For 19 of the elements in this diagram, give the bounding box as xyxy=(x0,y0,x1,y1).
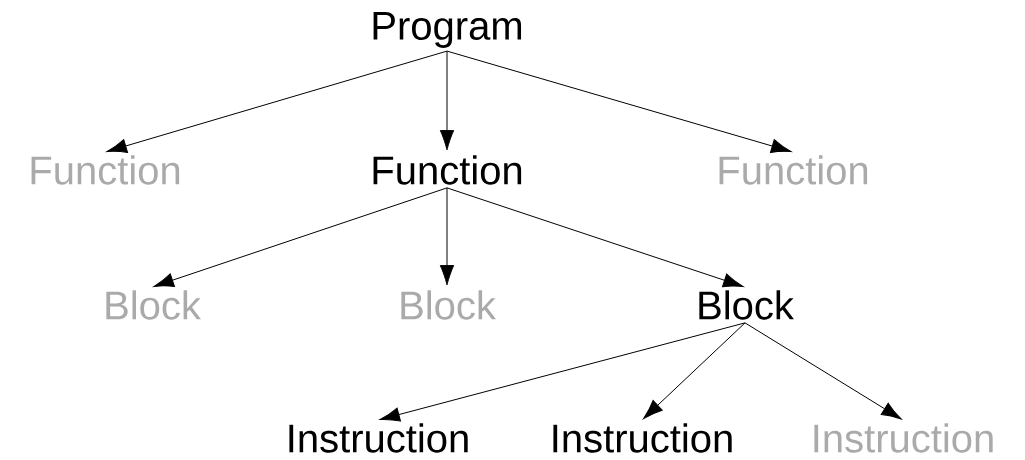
arrow xyxy=(744,322,902,420)
tree-label: Block xyxy=(401,290,496,320)
arrow xyxy=(439,187,455,286)
arrow xyxy=(446,187,744,288)
arrow xyxy=(106,50,448,153)
arrow xyxy=(379,322,746,422)
tree-label: Instruction xyxy=(553,423,732,453)
tree-label: Instruction xyxy=(289,423,468,453)
tree-label: Block xyxy=(699,290,794,320)
arrow xyxy=(153,187,448,288)
tree-label: Function xyxy=(31,155,180,185)
arrow xyxy=(446,50,792,153)
tree-label: Function xyxy=(719,155,868,185)
tree-label: Program xyxy=(373,12,522,48)
arrow xyxy=(439,50,455,151)
tree-label: Instruction xyxy=(814,423,993,453)
tree-label: Function xyxy=(373,155,522,185)
arrow xyxy=(643,322,746,420)
tree-label: Block xyxy=(106,290,201,320)
